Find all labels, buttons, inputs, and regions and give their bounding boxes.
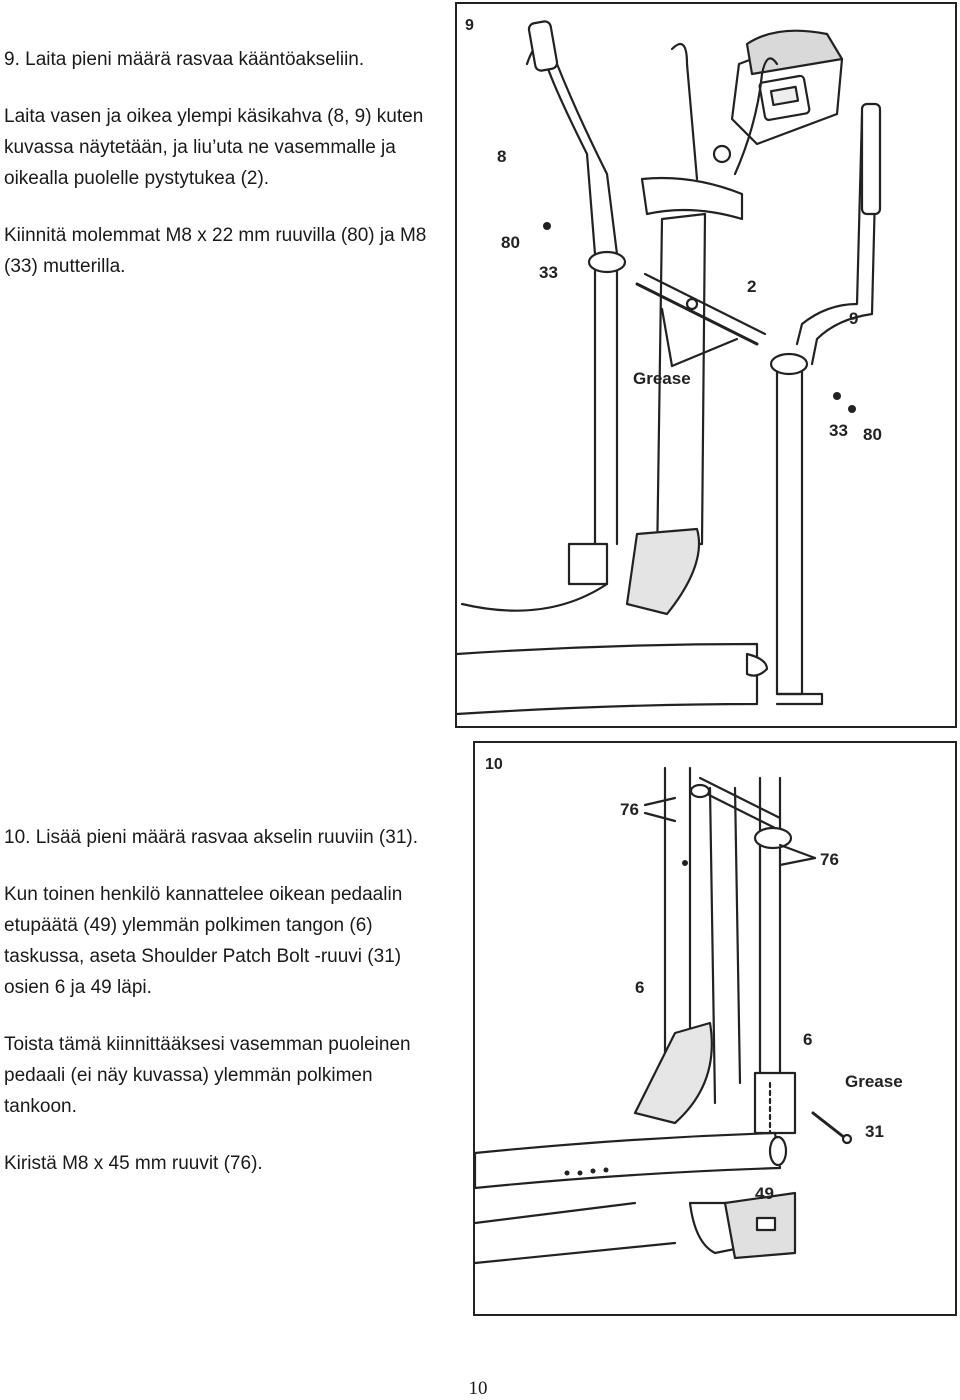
label-shoulder-bolt: 31	[865, 1122, 884, 1141]
step-9-heading: 9. Laita pieni määrä rasvaa kääntöakseli…	[4, 49, 365, 70]
step-9-drawing: 9 8 80 33 2 9 Grease 33 80	[457, 17, 882, 716]
step-10-drawing: 10 76 76 6 6 Grease 31 49	[475, 756, 903, 1265]
label-grease: Grease	[845, 1072, 903, 1091]
label-bolt-upper-left: 76	[620, 800, 639, 819]
label-left-handle: 8	[497, 147, 506, 166]
step-10-figure: 10 76 76 6 6 Grease 31 49	[473, 741, 957, 1316]
step-10-heading: 10. Lisää pieni määrä rasvaa akselin ruu…	[4, 827, 418, 848]
label-pedal-arm: 49	[755, 1184, 774, 1203]
label-bolt-right: 80	[863, 425, 882, 444]
step-10-paragraph-bolt: Kun toinen henkilö kannattelee oikean pe…	[4, 884, 403, 998]
label-grease: Grease	[633, 369, 691, 388]
step-9-instructions: 9. Laita pieni määrä rasvaa kääntöakseli…	[4, 44, 444, 308]
step-9-paragraph-bolts: Kiinnitä molemmat M8 x 22 mm ruuvilla (8…	[4, 225, 427, 277]
label-bolt-left: 80	[501, 233, 520, 252]
label-upright: 2	[747, 277, 756, 296]
label-nut-right: 33	[829, 421, 848, 440]
step-9-paragraph-handles: Laita vasen ja oikea ylempi käsikahva (8…	[4, 106, 424, 189]
step-9-figure: 9 8 80 33 2 9 Grease 33 80	[455, 2, 957, 728]
page-number: 10	[468, 1378, 488, 1399]
label-nut-left: 33	[539, 263, 558, 282]
label-right-arm: 6	[803, 1030, 812, 1049]
step-9-number: 9	[465, 17, 474, 34]
step-10-instructions: 10. Lisää pieni määrä rasvaa akselin ruu…	[4, 822, 444, 1205]
label-left-arm: 6	[635, 978, 644, 997]
step-10-paragraph-repeat: Toista tämä kiinnittääksesi vasemman puo…	[4, 1034, 411, 1117]
label-right-handle: 9	[849, 309, 858, 328]
step-10-number: 10	[485, 756, 503, 773]
step-10-paragraph-tighten: Kiristä M8 x 45 mm ruuvit (76).	[4, 1153, 263, 1174]
label-bolt-right: 76	[820, 850, 839, 869]
